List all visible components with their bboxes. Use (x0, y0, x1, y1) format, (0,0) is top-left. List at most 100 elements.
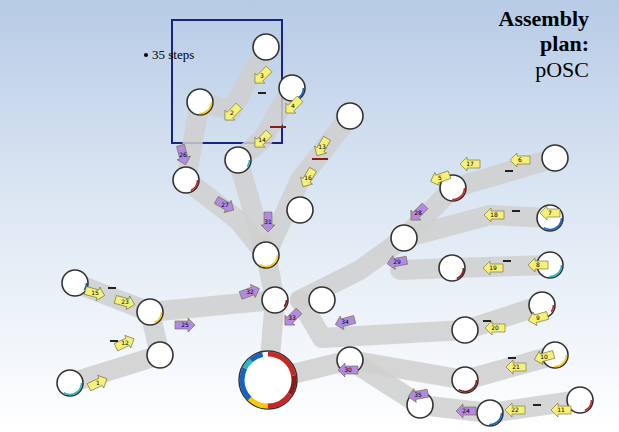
final-plasmid-segment (242, 354, 294, 406)
assembly-band (266, 116, 350, 255)
callout-number: 14 (258, 137, 266, 143)
assembly-band (75, 283, 275, 312)
step-arrow (506, 360, 526, 374)
callout-number: 27 (221, 202, 229, 208)
plasmid-circle (439, 255, 465, 281)
plasmid-circle (477, 400, 503, 426)
callout-number: 7 (548, 210, 552, 216)
step-arrow (311, 135, 333, 159)
plasmid-circle (173, 167, 199, 193)
callout-number: 4 (291, 103, 295, 109)
step-arrow (484, 208, 504, 222)
insert-arc (441, 257, 464, 280)
dna-fragment (508, 357, 516, 359)
plasmid-circle (391, 225, 417, 251)
callout-number: 25 (181, 322, 189, 328)
insert-arc (227, 149, 250, 172)
step-arrow (213, 194, 237, 216)
step-arrow (483, 261, 503, 275)
step-arrow (334, 313, 357, 332)
step-arrow (297, 166, 319, 190)
step-arrow (250, 64, 274, 88)
dna-fragment (110, 340, 118, 342)
step-arrow (406, 201, 430, 225)
dna-fragment (505, 170, 513, 172)
final-plasmid-segment (242, 354, 294, 406)
final-plasmid-segment (242, 354, 294, 406)
plasmid-circle (57, 370, 83, 396)
insert-arc (264, 289, 287, 312)
final-plasmid-segment (242, 354, 294, 406)
plasmid-circle (452, 317, 478, 343)
plasmid-circle (137, 299, 163, 325)
callout-number: 34 (341, 319, 349, 325)
callout-number: 5 (438, 175, 442, 181)
insert-arc (539, 207, 562, 230)
insert-arc (281, 77, 304, 100)
step-arrow (386, 253, 408, 270)
callout-number: 3 (260, 73, 264, 79)
callout-number: 35 (414, 392, 422, 398)
step-arrow (485, 321, 505, 335)
callout-number: 11 (557, 407, 565, 413)
step-arrow (113, 332, 137, 353)
plasmid-circle (309, 287, 335, 313)
step-arrow (540, 206, 560, 220)
step-arrow (527, 309, 550, 328)
callout-number: 18 (490, 212, 498, 218)
step-arrow (456, 404, 476, 418)
step-arrow (551, 403, 571, 417)
callout-number: 20 (491, 325, 499, 331)
dna-fragment (512, 210, 520, 212)
dna-fragment (483, 320, 491, 322)
plasmid-circle (287, 197, 313, 223)
callout-number: 28 (414, 210, 422, 216)
plasmid-circle (62, 270, 88, 296)
assembly-band (238, 88, 292, 255)
step-arrow (510, 153, 530, 167)
plasmid-circle (147, 342, 173, 368)
callout-number: 29 (393, 259, 401, 265)
callout-number: 19 (489, 265, 497, 271)
insert-arc (189, 91, 212, 114)
step-count: 35 steps (152, 47, 194, 63)
step-arrow (428, 168, 452, 188)
plasmid-circle (187, 89, 213, 115)
insert-arc (59, 372, 82, 395)
step-arrow (114, 293, 137, 312)
callout-number: 15 (91, 290, 99, 296)
assembly-band (404, 215, 550, 238)
assembly-band (300, 300, 542, 338)
step-arrow (174, 144, 193, 167)
callout-number: 8 (536, 262, 540, 268)
callout-number: 9 (536, 315, 540, 321)
callout-number: 30 (344, 367, 352, 373)
callout-number: 21 (512, 364, 520, 370)
step-arrow (175, 318, 195, 332)
insert-arc (454, 369, 477, 392)
callout-number: 17 (466, 161, 474, 167)
plasmid-name: pOSC (535, 57, 589, 83)
plasmid-circle (337, 103, 363, 129)
callout-number: 26 (179, 152, 187, 158)
assembly-band (400, 265, 550, 270)
assembly-band (268, 355, 555, 380)
step-arrow (338, 363, 358, 377)
step-arrow (86, 372, 110, 393)
final-plasmid-segment (242, 354, 294, 406)
dna-fragment (533, 404, 541, 406)
callout-number: 1 (96, 380, 100, 386)
final-plasmid-segment (242, 354, 294, 406)
bullet-dot (144, 53, 148, 57)
insert-arc (479, 402, 502, 425)
callout-number: 16 (304, 175, 312, 181)
step-arrow (250, 128, 274, 152)
step-arrow (460, 157, 480, 171)
callout-number: 23 (121, 299, 129, 305)
callout-number: 24 (462, 408, 470, 414)
final-plasmid (239, 351, 297, 409)
dna-fragment (503, 260, 511, 262)
step-arrow (528, 258, 548, 272)
step-arrow (533, 348, 556, 367)
